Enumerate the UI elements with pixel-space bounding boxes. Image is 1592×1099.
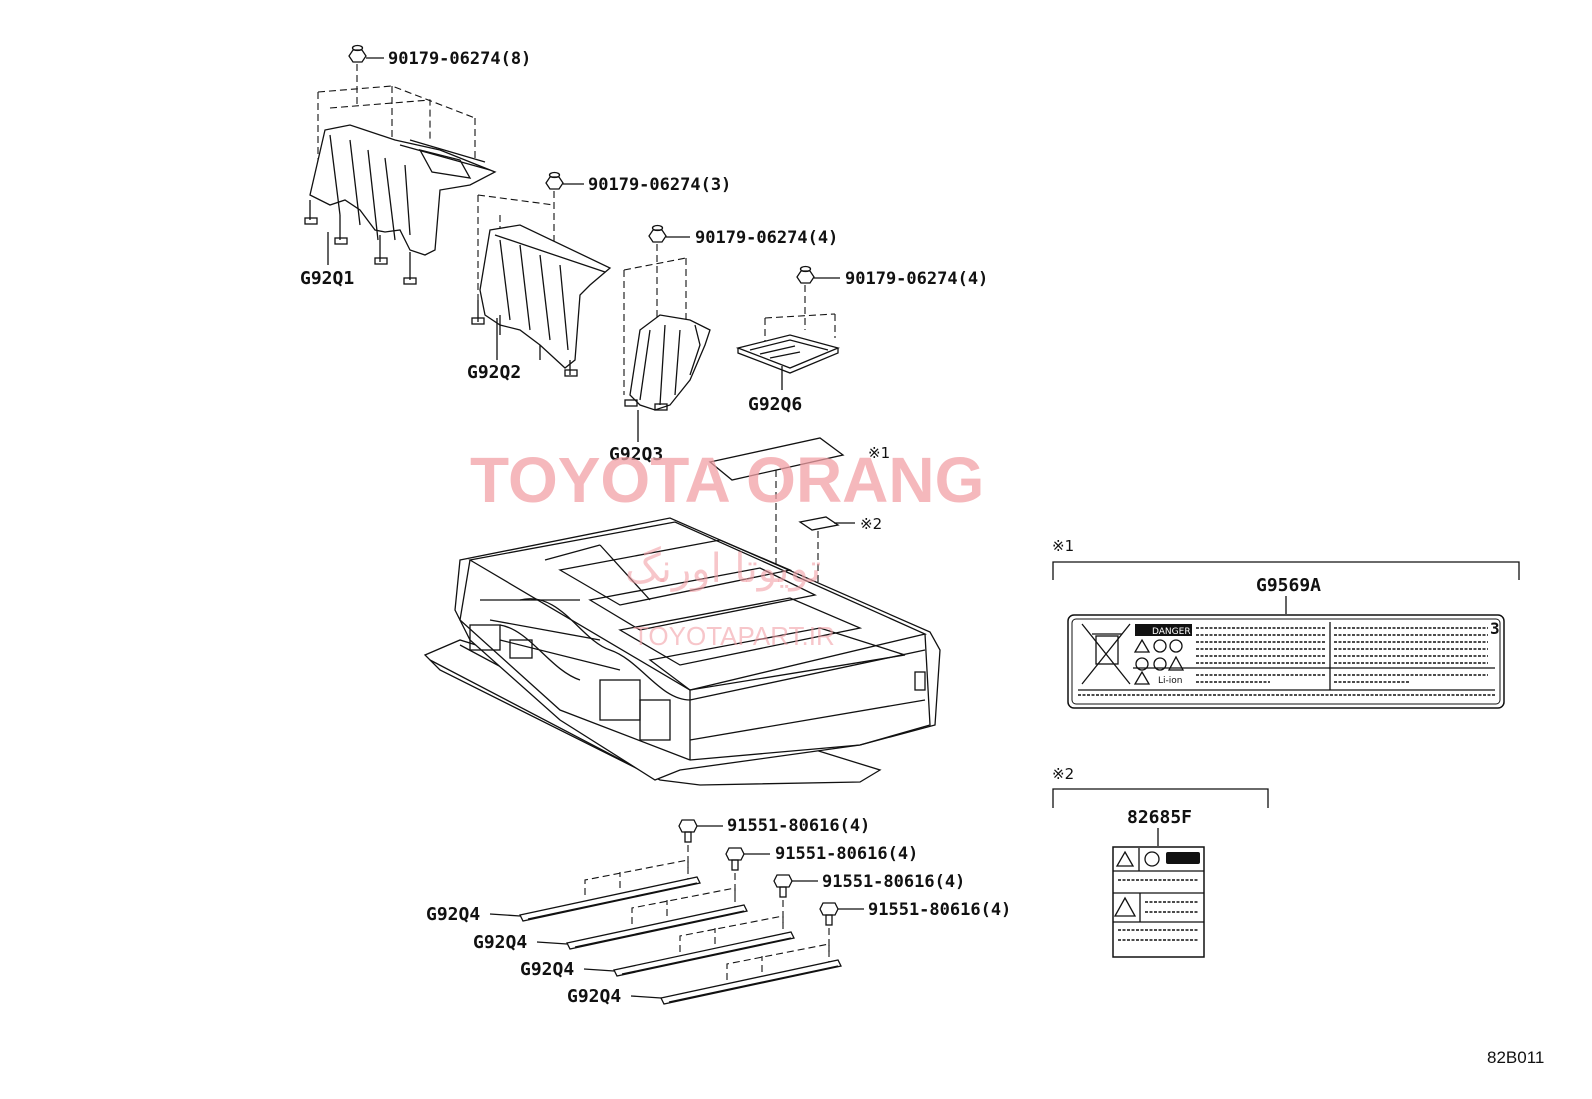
- inset1-mark: ※1: [1052, 537, 1074, 555]
- part-label-g92q6: G92Q6: [748, 394, 802, 415]
- nut-icon: [545, 171, 564, 190]
- bracket-g92q3[interactable]: [624, 314, 711, 411]
- caution-label-82685f[interactable]: [1112, 846, 1205, 958]
- rail-g92q4[interactable]: [613, 931, 795, 977]
- bolt-icon: [819, 902, 839, 926]
- bolt-icon: [773, 874, 793, 898]
- nut-part-number: 90179-06274(8): [388, 49, 531, 69]
- plate-g92q6[interactable]: [735, 334, 841, 374]
- watermark-site: TOYOTAPART.IR: [633, 621, 835, 651]
- rail-g92q4[interactable]: [660, 959, 842, 1005]
- rail-g92q4[interactable]: [519, 876, 701, 922]
- nut-part-number: 90179-06274(4): [695, 228, 838, 248]
- inset2-mark: ※2: [1052, 765, 1074, 783]
- bracket-g92q1[interactable]: [304, 124, 497, 285]
- bolt-part-number: 91551-80616(4): [822, 872, 965, 892]
- rail-g92q4[interactable]: [566, 904, 748, 950]
- crossed-bin-icon: [1081, 623, 1131, 685]
- danger-text: DANGER: [1152, 627, 1191, 637]
- bolt-icon: [678, 819, 698, 843]
- nut-icon: [648, 224, 667, 243]
- bracket-g92q2[interactable]: [471, 224, 612, 377]
- callout-mark-2: ※2: [860, 515, 882, 533]
- diagram-code: 82B011: [1487, 1048, 1544, 1067]
- warning-icons: [1133, 638, 1185, 685]
- bolt-part-number: 91551-80616(4): [868, 900, 1011, 920]
- inset1-part-number: G9569A: [1256, 575, 1321, 596]
- nut-icon: [796, 265, 815, 284]
- liion-text: Li-ion: [1158, 676, 1182, 686]
- nut-part-number: 90179-06274(3): [588, 175, 731, 195]
- part-label-g92q4: G92Q4: [520, 959, 574, 980]
- watermark-persian: تویوتا اورنگ: [625, 546, 821, 592]
- battery-pack-assembly: [423, 517, 941, 786]
- part-label-g92q2: G92Q2: [467, 362, 521, 383]
- bolt-icon: [725, 847, 745, 871]
- part-label-g92q4: G92Q4: [567, 986, 621, 1007]
- label-sheet-2[interactable]: [798, 516, 840, 531]
- callout-mark-1: ※1: [868, 444, 890, 462]
- part-label-g92q1: G92Q1: [300, 268, 354, 289]
- nut-icon: [348, 44, 367, 63]
- bolt-part-number: 91551-80616(4): [727, 816, 870, 836]
- nut-part-number: 90179-06274(4): [845, 269, 988, 289]
- label-number: 3: [1490, 619, 1500, 638]
- part-label-g92q3: G92Q3: [609, 444, 663, 465]
- part-label-g92q4: G92Q4: [473, 932, 527, 953]
- label-sheet-1[interactable]: [708, 437, 845, 481]
- caution-label-g9569a[interactable]: DANGER Li-ion 3: [1067, 614, 1505, 709]
- bolt-part-number: 91551-80616(4): [775, 844, 918, 864]
- part-label-g92q4: G92Q4: [426, 904, 480, 925]
- watermark-main: TOYOTA ORANG: [470, 444, 984, 516]
- inset2-part-number: 82685F: [1127, 807, 1192, 828]
